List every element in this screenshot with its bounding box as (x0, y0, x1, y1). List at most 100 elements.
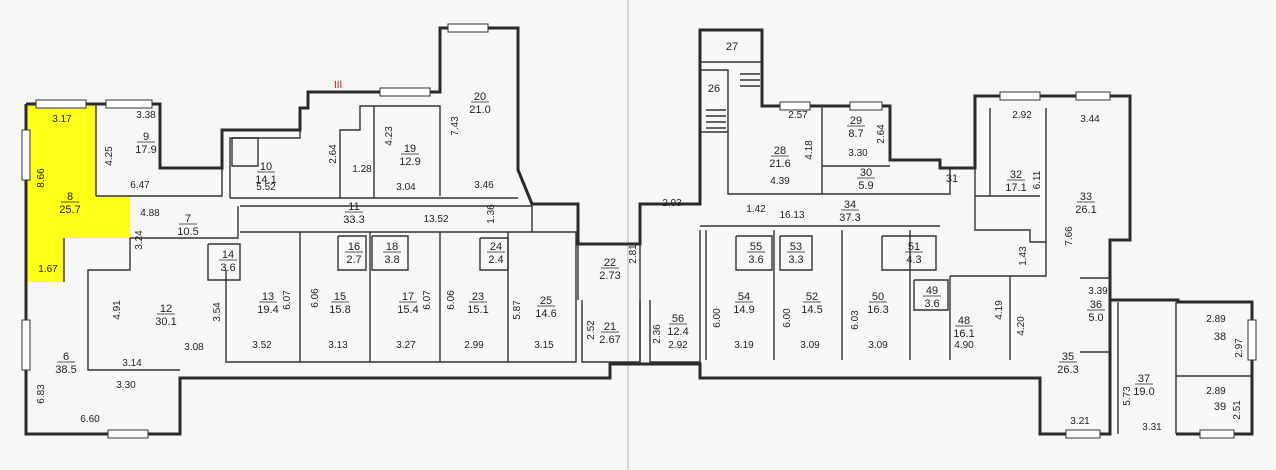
room-number: 38 (1214, 331, 1226, 343)
room-label-22[interactable]: 222.73 (599, 257, 620, 282)
room-label-30[interactable]: 305.9 (857, 167, 875, 192)
room-area: 30.1 (155, 316, 176, 328)
dimension-label: 3.44 (1080, 114, 1100, 125)
dimension-label: 5.73 (1122, 386, 1133, 406)
room-label-55[interactable]: 553.6 (747, 241, 765, 266)
dimension-label: 4.18 (804, 140, 815, 160)
room-area: 26.1 (1075, 204, 1096, 216)
dimension-label: 3.30 (116, 380, 136, 391)
room-label-36[interactable]: 365.0 (1087, 299, 1105, 324)
room-number: 28 (774, 145, 786, 157)
room-area: 38.5 (55, 364, 76, 376)
dimension-label: 3.46 (474, 180, 494, 191)
dimension-label: 6.60 (80, 414, 100, 425)
dimension-label: 1.43 (1018, 246, 1029, 266)
room-8-highlight[interactable] (26, 104, 130, 282)
room-number: 22 (604, 257, 616, 269)
room-area: 14.1 (255, 174, 276, 186)
room-label-29[interactable]: 298.7 (847, 115, 865, 140)
dimension-label: 4.23 (384, 126, 395, 146)
room-number: 19 (404, 143, 416, 155)
room-number: 30 (860, 167, 872, 179)
room-number: 36 (1090, 299, 1102, 311)
dimension-label: 2.92 (668, 340, 688, 351)
room-label-31[interactable]: 31 (946, 173, 958, 185)
room-number: 29 (850, 115, 862, 127)
room-number: 20 (474, 91, 486, 103)
room-label-38[interactable]: 38 (1214, 331, 1226, 343)
dimension-label: 3.27 (396, 340, 416, 351)
room-number: 27 (726, 41, 738, 53)
dimension-label: 4.91 (112, 300, 123, 320)
room-area: 5.0 (1088, 312, 1103, 324)
dimension-label: 3.31 (1142, 422, 1162, 433)
dimension-label: 3.14 (122, 358, 142, 369)
room-number: 34 (844, 199, 856, 211)
room-area: 17.9 (135, 144, 156, 156)
room-number: 24 (490, 241, 502, 253)
room-number: 52 (806, 291, 818, 303)
room-number: 26 (708, 83, 720, 95)
room-area: 3.6 (924, 298, 939, 310)
room-label-24[interactable]: 242.4 (487, 241, 505, 266)
room-area: 2.67 (599, 334, 620, 346)
room-area: 4.3 (906, 254, 921, 266)
room-area: 37.3 (839, 212, 860, 224)
room-label-8[interactable]: 825.7 (59, 191, 80, 216)
room-number: 14 (222, 249, 234, 261)
room-label-53[interactable]: 533.3 (787, 241, 805, 266)
dimension-label: 3.30 (848, 148, 868, 159)
dimension-label: 6.11 (1032, 170, 1043, 189)
room-number: 53 (790, 241, 802, 253)
dimension-label: 13.52 (423, 214, 448, 225)
room-label-27[interactable]: 27 (726, 41, 738, 53)
room-label-18[interactable]: 183.8 (383, 241, 401, 266)
room-label-9[interactable]: 917.9 (135, 131, 156, 156)
dimension-label: 8.66 (36, 168, 47, 188)
dimension-label: 5.87 (512, 300, 523, 320)
room-label-49[interactable]: 493.6 (923, 285, 941, 310)
room-area: 33.3 (343, 214, 364, 226)
room-label-26[interactable]: 26 (708, 83, 720, 95)
dimension-label: 4.25 (104, 146, 115, 166)
dimension-label: 1.28 (352, 164, 372, 175)
dimension-label: 7.66 (1064, 226, 1075, 246)
dimension-label: 3.38 (136, 110, 156, 121)
room-label-39[interactable]: 39 (1214, 401, 1226, 413)
room-area: 17.1 (1005, 182, 1026, 194)
room-number: 10 (260, 161, 272, 173)
room-label-51[interactable]: 514.3 (905, 241, 923, 266)
room-label-21[interactable]: 212.67 (599, 321, 620, 346)
dimension-label: 6.06 (446, 290, 457, 310)
dimension-label: 6.00 (712, 308, 723, 328)
room-label-7[interactable]: 710.5 (177, 213, 198, 238)
dimension-label: 6.07 (282, 290, 293, 310)
room-label-16[interactable]: 162.7 (345, 241, 363, 266)
dimension-label: 6.07 (422, 290, 433, 310)
room-label-14[interactable]: 143.6 (219, 249, 237, 274)
room-label-6[interactable]: 638.5 (55, 351, 76, 376)
dimension-label: 3.09 (868, 340, 888, 351)
